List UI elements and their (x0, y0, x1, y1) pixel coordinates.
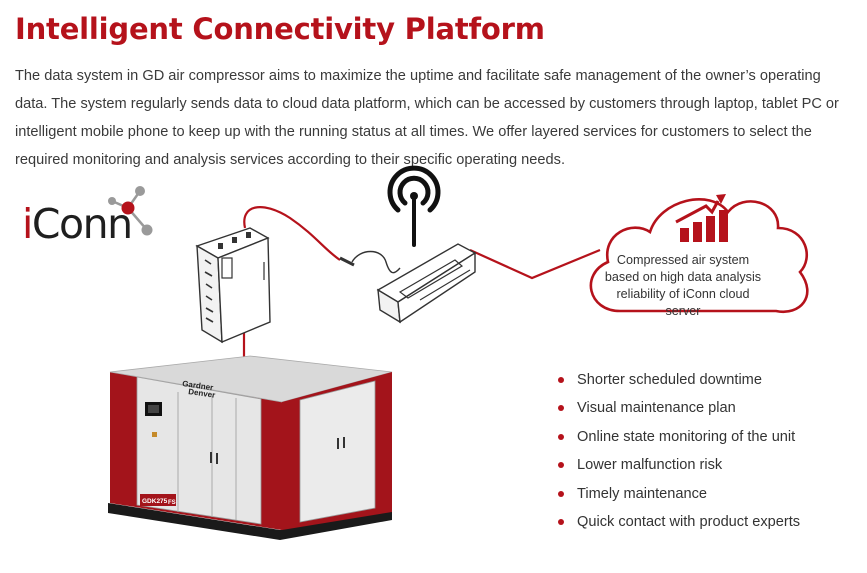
bullet-icon (558, 518, 564, 525)
list-item: Visual maintenance plan (558, 394, 800, 422)
bullet-icon (558, 490, 564, 497)
compressor-brand-line2: Denver (188, 387, 216, 400)
benefits-list: Shorter scheduled downtime Visual mainte… (558, 366, 800, 536)
router-device (339, 243, 477, 324)
intro-paragraph: The data system in GD air compressor aim… (15, 68, 839, 168)
logo-network-icon (108, 186, 153, 236)
bullet-icon (558, 377, 564, 383)
gateway-device (195, 227, 271, 344)
compressor-brand-line1: Gardner (182, 379, 214, 392)
benefit-text: Online state monitoring of the unit (577, 428, 796, 445)
chart-arrow-icon (675, 194, 728, 242)
iconn-logo: iConn (22, 200, 133, 248)
benefit-text: Shorter scheduled downtime (577, 372, 762, 388)
benefit-text: Lower malfunction risk (577, 457, 723, 474)
bullet-icon (558, 405, 564, 412)
logo-text: Conn (31, 200, 133, 248)
page-title: Intelligent Connectivity Platform (15, 12, 545, 46)
list-item: Shorter scheduled downtime (558, 366, 800, 394)
bullet-icon (558, 433, 564, 440)
list-item: Timely maintenance (558, 480, 800, 508)
wifi-signal-icon (387, 165, 441, 247)
list-item: Lower malfunction risk (558, 451, 800, 479)
list-item: Quick contact with product experts (558, 508, 800, 536)
cloud-description: Compressed air system based on high data… (604, 253, 762, 318)
benefit-text: Timely maintenance (577, 485, 708, 502)
compressor-model: GDK275 (142, 498, 168, 505)
benefit-text: Quick contact with product experts (577, 513, 801, 530)
bullet-icon (558, 462, 564, 469)
benefit-text: Visual maintenance plan (577, 400, 736, 417)
logo-letter-i: i (22, 200, 33, 248)
compressor-unit (108, 355, 393, 540)
compressor-model-suffix: FS (168, 500, 176, 506)
list-item: Online state monitoring of the unit (558, 423, 800, 451)
